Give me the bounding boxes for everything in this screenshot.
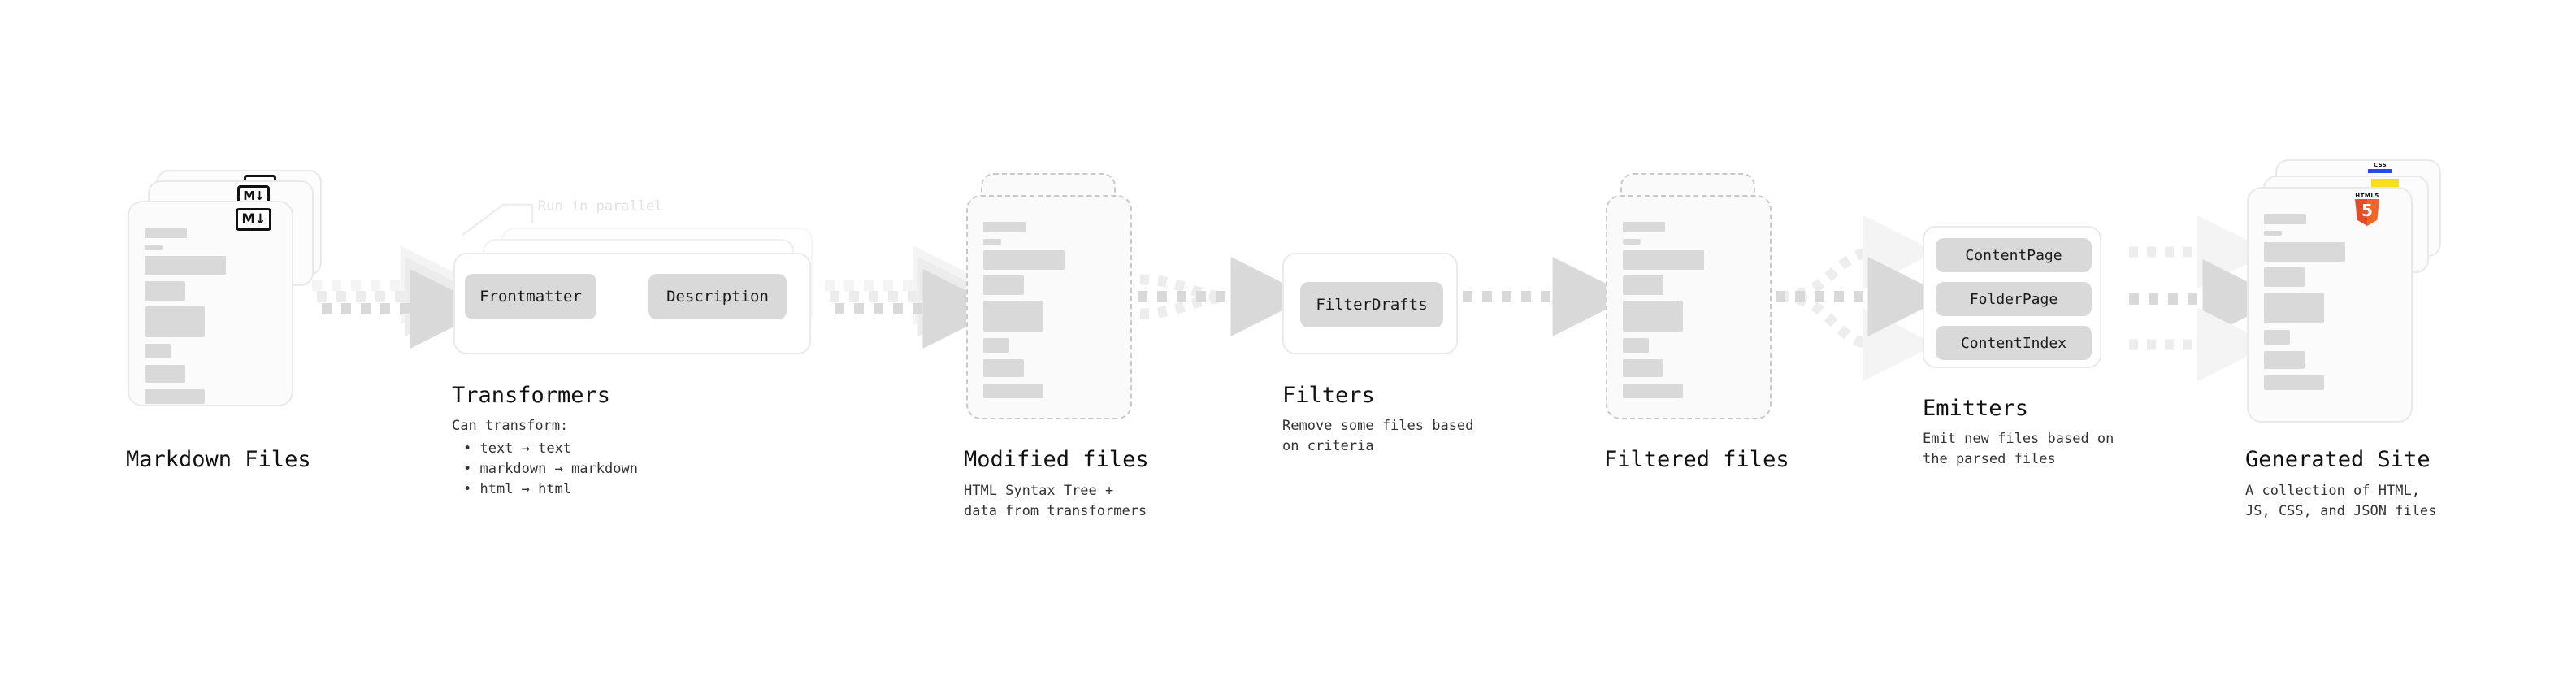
arrow-emitters-to-generated bbox=[2129, 215, 2283, 382]
filtered-files-title: Filtered files bbox=[1604, 447, 1789, 472]
chip-frontmatter[interactable]: Frontmatter bbox=[465, 274, 596, 319]
skeleton-bar bbox=[2264, 242, 2345, 262]
skeleton-bar bbox=[983, 384, 1043, 398]
skeleton-bar bbox=[145, 389, 205, 404]
generated-site-subtitle: A collection of HTML, JS, CSS, and JSON … bbox=[2245, 483, 2437, 519]
chip-description[interactable]: Description bbox=[648, 274, 787, 319]
skeleton-bar bbox=[983, 338, 1009, 353]
skeleton-bar bbox=[983, 301, 1043, 332]
skeleton-bar bbox=[983, 250, 1065, 270]
modified-files-title: Modified files bbox=[964, 447, 1149, 472]
skeleton-bar bbox=[1623, 222, 1665, 232]
chip-filterdrafts[interactable]: FilterDrafts bbox=[1300, 282, 1443, 327]
filters-subtitle: Remove some files based on criteria bbox=[1282, 418, 1474, 454]
filtered-card-front bbox=[1606, 195, 1772, 419]
skeleton-bar bbox=[983, 222, 1026, 232]
skeleton-bar bbox=[983, 239, 1001, 245]
chip-folderpage[interactable]: FolderPage bbox=[1936, 282, 2092, 316]
modified-files-subtitle: HTML Syntax Tree + data from transformer… bbox=[964, 483, 1147, 519]
run-in-parallel-label: Run in parallel bbox=[538, 198, 663, 215]
css-icon: CSS bbox=[2366, 163, 2394, 176]
skeleton-bar bbox=[2264, 231, 2282, 236]
skeleton-bar bbox=[1623, 250, 1704, 270]
markdown-files-title: Markdown Files bbox=[126, 447, 311, 472]
skeleton-bar bbox=[145, 245, 163, 250]
generated-site-title: Generated Site bbox=[2245, 447, 2431, 472]
skeleton-bar bbox=[145, 281, 185, 301]
arrow-markdown-to-transformers bbox=[312, 245, 490, 349]
transformers-bullet-list: • text → text • markdown → markdown • ht… bbox=[452, 439, 638, 500]
skeleton-bar bbox=[1623, 239, 1641, 245]
filters-group: FilterDrafts bbox=[1282, 253, 1458, 354]
skeleton-bar bbox=[1623, 384, 1683, 398]
skeleton-bar bbox=[983, 275, 1024, 295]
skeleton-bar bbox=[2264, 267, 2305, 287]
skeleton-bar bbox=[145, 344, 171, 358]
list-item: • html → html bbox=[463, 481, 572, 497]
transformer-group-front: Frontmatter Description bbox=[453, 253, 811, 354]
skeleton-bar bbox=[145, 228, 187, 238]
skeleton-bar bbox=[2264, 330, 2290, 345]
html5-icon-label: HTML5 bbox=[2355, 193, 2379, 199]
emitters-title: Emitters bbox=[1923, 396, 2029, 421]
skeleton-bar bbox=[2264, 375, 2324, 390]
skeleton-bar bbox=[2264, 293, 2324, 323]
chip-contentpage[interactable]: ContentPage bbox=[1936, 238, 2092, 272]
html5-icon-shield: 5 bbox=[2355, 199, 2379, 226]
filters-title: Filters bbox=[1282, 383, 1375, 408]
list-item: • markdown → markdown bbox=[463, 461, 638, 477]
markdown-icon: M↓ bbox=[236, 208, 271, 231]
skeleton-bar bbox=[1623, 338, 1649, 353]
skeleton-bar bbox=[1623, 275, 1663, 295]
chip-contentindex[interactable]: ContentIndex bbox=[1936, 326, 2092, 360]
html5-icon: HTML5 5 bbox=[2353, 193, 2381, 227]
skeleton-bar bbox=[145, 306, 205, 337]
skeleton-bar bbox=[1623, 301, 1683, 332]
skeleton-bar bbox=[145, 256, 226, 275]
emitters-subtitle: Emit new files based on the parsed files bbox=[1923, 431, 2114, 467]
emitters-group: ContentPage FolderPage ContentIndex bbox=[1923, 226, 2101, 368]
markdown-card-front bbox=[128, 201, 293, 406]
skeleton-bar bbox=[983, 359, 1024, 377]
generated-card-front bbox=[2247, 187, 2413, 423]
transformers-subtitle-heading: Can transform: bbox=[452, 418, 569, 434]
list-item: • text → text bbox=[463, 440, 572, 457]
modified-card-front bbox=[966, 195, 1132, 419]
arrow-modified-to-filters bbox=[1138, 257, 1311, 336]
skeleton-bar bbox=[145, 365, 185, 383]
skeleton-bar bbox=[2264, 214, 2306, 224]
skeleton-bar bbox=[1623, 359, 1663, 377]
arrow-transformers-to-modified bbox=[825, 245, 1003, 349]
transformers-title: Transformers bbox=[452, 383, 611, 408]
arrow-filtered-to-emitters bbox=[1776, 215, 1948, 382]
css-icon-bar bbox=[2368, 169, 2392, 173]
skeleton-bar bbox=[2264, 351, 2305, 369]
css-icon-label: CSS bbox=[2374, 162, 2387, 168]
